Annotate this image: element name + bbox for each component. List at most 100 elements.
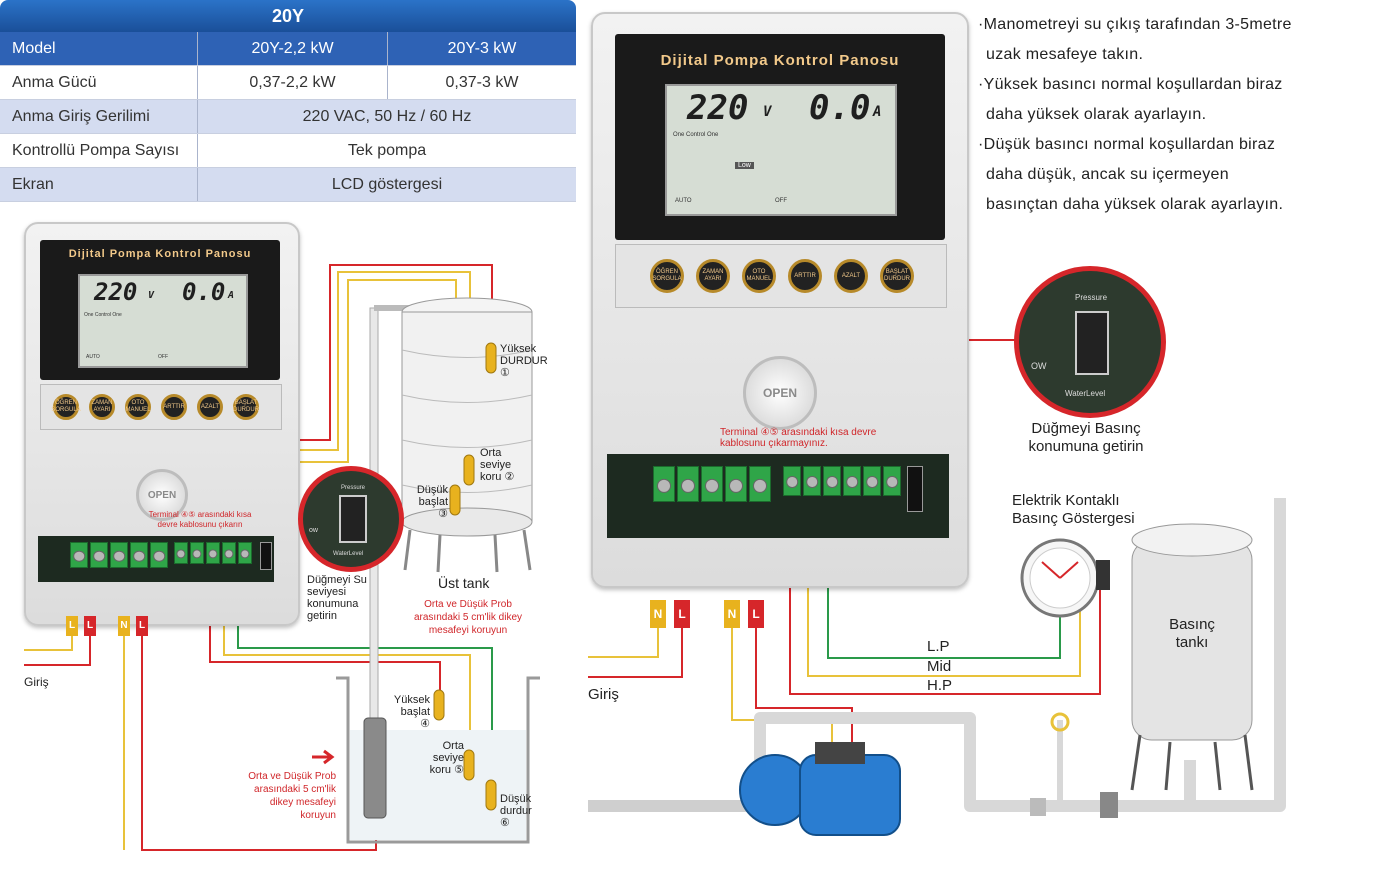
row-value: 0,37-3 kW [445,74,519,91]
tag-right-4: L [748,600,764,628]
terminal [190,542,204,564]
left-open-button[interactable]: OPEN [136,469,188,521]
terminal [843,466,861,496]
terminal [222,542,236,564]
right-switch-note: Düğmeyi Basınç konumuna getirin [1028,420,1144,455]
well [336,676,540,844]
instruction-line: ·Yüksek basıncı normal koşullardan biraz [978,76,1283,93]
time-setting-button[interactable]: ZAMAN AYARI [89,394,115,420]
right-panel-title: Dijital Pompa Kontrol Panosu [660,52,900,69]
left-input-label: Giriş [24,675,49,689]
instructions: ·Manometreyi su çıkış tarafından 3-5metr… [978,10,1292,220]
left-warning: Terminal ④⑤ arasındaki kısa devre kablos… [148,510,252,529]
lcd-mode: One Control One [84,312,122,318]
probe-label: Yüksek DURDUR ① [500,343,548,379]
learn-query-button[interactable]: ÖĞREN SORGULA [51,394,81,420]
mode-switch[interactable] [907,466,923,512]
increase-button[interactable]: ARTTIR [788,259,822,293]
line-mid: Mid [927,658,952,675]
lcd-voltage-unit: V [148,290,155,301]
terminal [206,542,220,564]
left-terminal-strip [38,536,274,582]
tag-right-2: L [674,600,690,628]
left-lcd: 220 V 0.0 A One Control One AUTO OFF [78,274,248,368]
terminal [823,466,841,496]
row-label: Anma Gücü [0,66,198,99]
instruction-line: ·Manometreyi su çıkış tarafından 3-5metr… [978,16,1292,33]
upper-tank-note: Orta ve Düşük Prob arasındaki 5 cm'lik d… [413,599,523,636]
tag-right-1: N [650,600,666,628]
row-value: 0,37-2,2 kW [198,66,388,99]
input-wire-yellow [24,625,73,651]
right-wiring-diagram [588,339,1286,836]
pressure-gauge [1020,538,1110,732]
terminal [883,466,901,496]
line-hp: H.P [927,677,953,694]
mode-switch[interactable] [260,542,272,570]
start-stop-button[interactable]: BAŞLAT DURDUR [880,259,914,293]
increase-button[interactable]: ARTTIR [161,394,187,420]
spec-table: 20Y Model 20Y-2,2 kW 20Y-3 kW Anma Gücü … [0,0,576,202]
terminal [110,542,128,568]
instruction-line: daha yüksek olarak ayarlayın. [986,106,1207,123]
terminal [783,466,801,496]
terminal [725,466,747,502]
tag-left-2: L [84,616,96,636]
learn-query-button[interactable]: ÖĞREN SORGULA [650,259,684,293]
right-open-button[interactable]: OPEN [743,356,817,430]
lcd-voltage: 220 [687,88,749,128]
pressure-tank [1130,523,1254,791]
row-label: Kontrollü Pompa Sayısı [0,134,198,167]
row-value: LCD göstergesi [331,176,443,193]
lcd-current-unit: A [228,290,235,301]
table-row: Kontrollü Pompa Sayısı Tek pompa [0,134,576,168]
start-stop-button[interactable]: BAŞLAT DURDUR [233,394,259,420]
probe-label: Düşük durdur ⑥ [500,793,532,829]
decrease-button[interactable]: AZALT [834,259,868,293]
lcd-voltage-unit: V [763,104,772,120]
lcd-voltage: 220 [94,278,138,306]
tag-left-1: L [66,616,78,636]
right-control-panel: Dijital Pompa Kontrol Panosu 220 V 0.0 A… [591,12,969,588]
auto-manual-button[interactable]: OTO MANUEL [125,394,151,420]
instruction-line: ·Düşük basıncı normal koşullardan biraz [978,136,1276,153]
left-button-row: ÖĞREN SORGULA ZAMAN AYARI OTO MANUEL ART… [40,384,282,430]
tag-left-3: N [118,616,130,636]
zoom-ow: ow [309,527,318,534]
terminal [238,542,252,564]
zoom-waterlevel: WaterLevel [333,551,364,557]
table-title: 20Y [0,0,576,32]
left-switch-zoom: Pressure ow WaterLevel [298,466,404,572]
zoom-switch [1075,311,1109,375]
zoom-waterlevel: WaterLevel [1065,389,1106,398]
right-warning: Terminal ④⑤ arasındaki kısa devre kablos… [720,427,877,449]
auto-manual-button[interactable]: OTO MANUEL [742,259,776,293]
gauge-label: Elektrik Kontaklı Basınç Göstergesi [1012,492,1135,527]
row-value: 220 VAC, 50 Hz / 60 Hz [302,108,472,125]
terminal [749,466,771,502]
lcd-current: 0.0 [809,88,871,128]
row-value: Tek pompa [347,142,427,159]
terminal [653,466,675,502]
probe-label: Düşük başlat ③ [416,484,448,520]
pressure-tank-label: Basınç tankı [1169,616,1215,651]
lcd-auto: AUTO [675,198,692,204]
terminal [803,466,821,496]
time-setting-button[interactable]: ZAMAN AYARI [696,259,730,293]
probe-label: Yüksek başlat ④ [393,694,430,730]
right-panel-screen: Dijital Pompa Kontrol Panosu 220 V 0.0 A… [615,34,945,240]
lcd-mode: One Control One [673,132,719,138]
probe-label: Orta seviye koru ② [480,447,515,483]
instruction-line: daha düşük, ancak su içermeyen [986,166,1229,183]
zoom-pressure: Pressure [1075,293,1108,302]
terminal [90,542,108,568]
left-control-panel: Dijital Pompa Kontrol Panosu 220 V 0.0 A… [24,222,300,626]
tag-right-3: N [724,600,740,628]
lcd-low: Low [735,162,754,169]
table-row: Anma Giriş Gerilimi 220 VAC, 50 Hz / 60 … [0,100,576,134]
decrease-button[interactable]: AZALT [197,394,223,420]
table-header-3kw: 20Y-3 kW [447,40,517,57]
upper-tank [401,297,533,573]
probe-label: Orta seviye koru ⑤ [429,740,464,776]
table-header-2-2kw: 20Y-2,2 kW [198,32,388,65]
